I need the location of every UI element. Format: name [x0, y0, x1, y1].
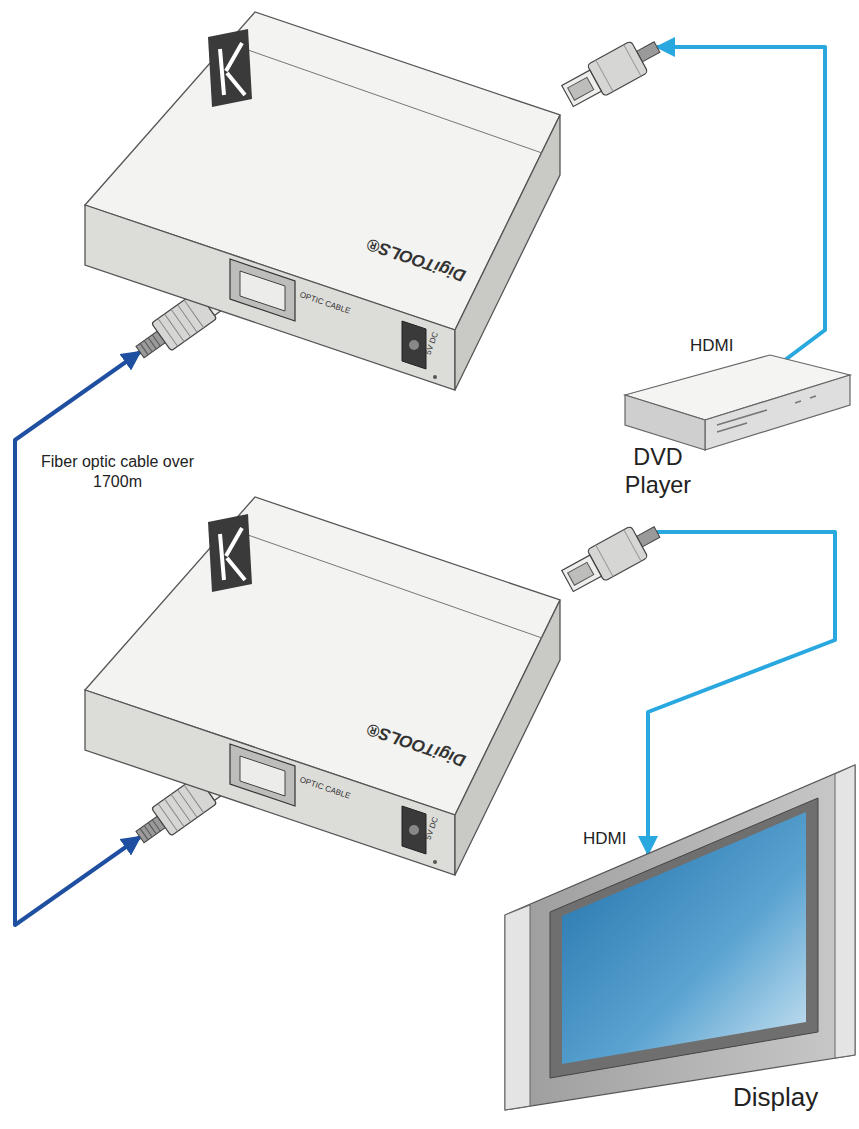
device-label: DVD Player: [608, 443, 708, 499]
cable-label: HDMI: [688, 335, 735, 356]
receiver-box-outline: [80, 490, 570, 885]
transmitter-box: DigiTOOLS®: [80, 5, 570, 400]
display-screen: Display: [500, 760, 857, 1125]
cable-label: HDMI: [581, 828, 628, 849]
transmitter-box-outline: [80, 5, 570, 400]
display-screen-outline: [500, 760, 857, 1125]
receiver-box: DigiTOOLS®: [80, 490, 570, 885]
cable-connector: [15, 352, 140, 925]
cable-connector: [657, 47, 825, 360]
cable-label: Fiber optic cable over 1700m: [28, 452, 207, 492]
device-label: Display: [733, 1082, 818, 1113]
